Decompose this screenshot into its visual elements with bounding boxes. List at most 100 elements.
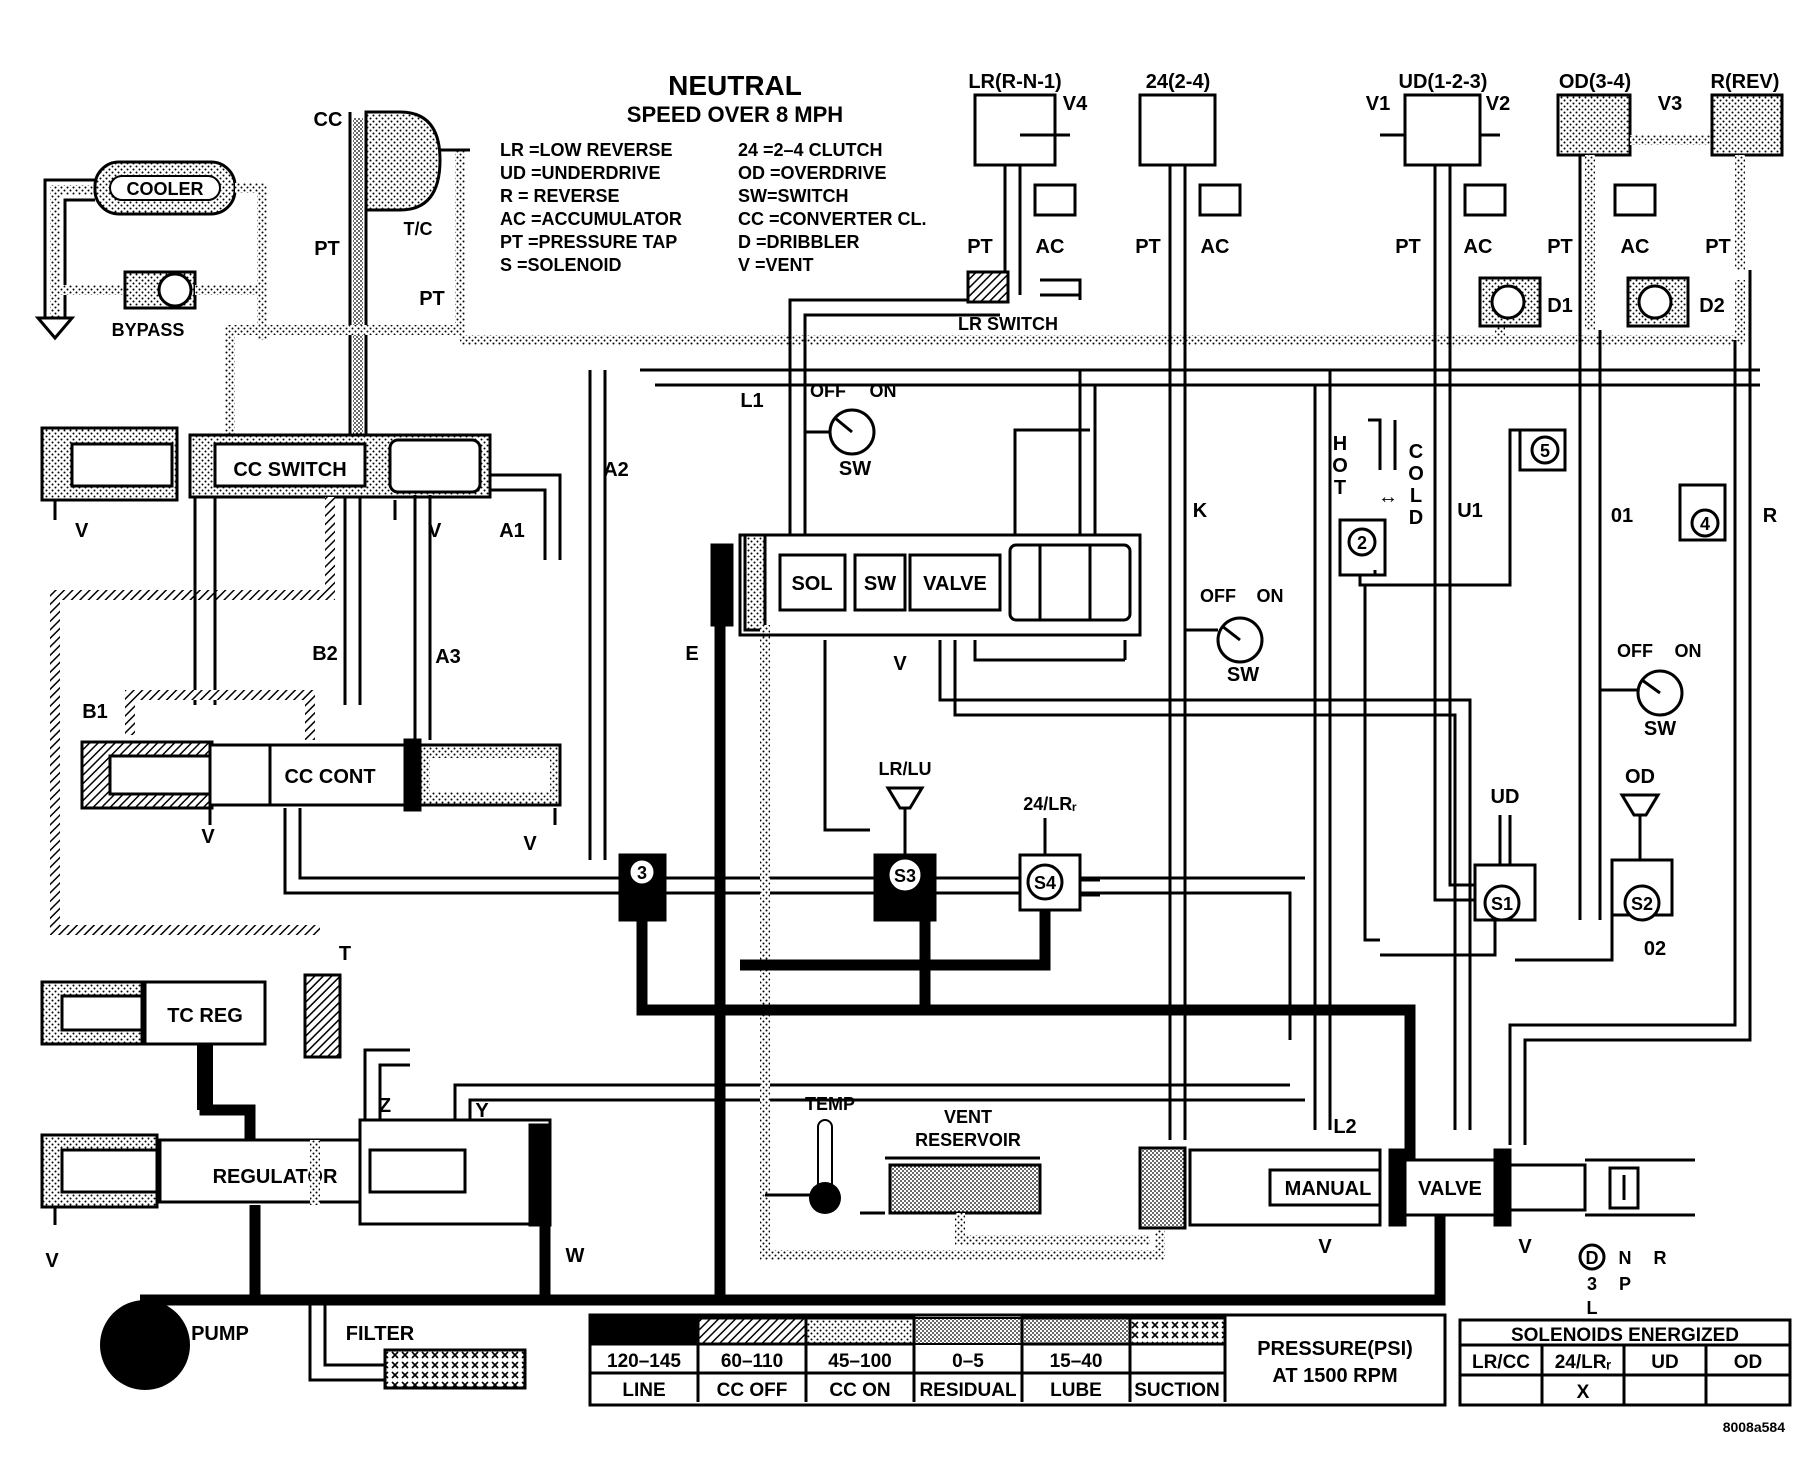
gear-d: D [1586,1248,1599,1268]
lr-switch-label: LR SWITCH [958,314,1058,334]
d1-label: D1 [1547,295,1573,317]
solenoid-s1: UD S1 [1380,786,1537,957]
abbr-right-2: OD =OVERDRIVE [738,163,887,183]
legend-range-line: 120–145 [607,1351,681,1372]
e-label: E [685,643,698,665]
o1-label: 01 [1611,505,1633,527]
legend-name-lube: LUBE [1050,1380,1102,1401]
clutch-2-4: 24(2-4) PT AC K OFF ON SW [1135,71,1284,1140]
cc-label: CC [314,109,343,131]
ud-sol-label: UD [1491,786,1520,808]
k-off-label: OFF [1200,586,1236,606]
abbr-left-4: AC =ACCUMULATOR [500,209,682,229]
cold-letter-l: L [1410,485,1422,507]
k-sw-label: SW [1227,664,1259,686]
rev-clutch-label: R(REV) [1711,71,1780,93]
l2-label: L2 [1333,1116,1356,1138]
tc-label: T/C [404,219,433,239]
diagram-title: NEUTRAL [668,70,802,101]
r-passage-label: R [1763,505,1778,527]
t-label: T [339,943,351,965]
ac-24-label: AC [1201,236,1230,258]
pt-lr-label: PT [967,236,993,258]
l1-on-label: ON [870,381,897,401]
tc-reg-label: TC REG [167,1005,243,1027]
vent-manual-right: V [1518,1236,1532,1258]
solenoid-s4: 24/LRᵣ S4 [1018,794,1100,912]
abbreviation-key: LR =LOW REVERSE 24 =2–4 CLUTCH UD =UNDER… [500,140,927,275]
solenoid-s2: OD S2 02 [1515,766,1674,962]
pt-rev-label: PT [1705,236,1731,258]
lr-lu-label: LR/LU [879,759,932,779]
s4-label: S4 [1034,873,1056,893]
hot-letter-h: H [1333,433,1347,455]
u1-label: U1 [1457,500,1483,522]
v4-label: V4 [1063,93,1088,115]
check-ball-3: 3 [637,863,647,883]
hot-letter-t: T [1334,477,1346,499]
pt-ud-label: PT [1395,236,1421,258]
table-title: SOLENOIDS ENERGIZED [1511,1325,1739,1346]
solenoid-switch-valve: SOL SW VALVE V E [685,533,1165,1295]
abbr-right-4: CC =CONVERTER CL. [738,209,927,229]
lr-clutch-label: LR(R-N-1) [968,71,1061,93]
diagram-subtitle: SPEED OVER 8 MPH [627,102,843,127]
od-sol-label: OD [1625,766,1655,788]
regulator-label: REGULATOR [213,1166,338,1188]
vent-reservoir: VENT RESERVOIR [860,1107,1150,1245]
legend-name-cc-off: CC OFF [717,1380,788,1401]
abbr-right-5: D =DRIBBLER [738,232,860,252]
b1-label: B1 [82,701,108,723]
s1-label: S1 [1491,894,1513,914]
pressure-legend: 120–145 LINE 60–110 CC OFF 45–100 CC ON … [588,1313,1447,1407]
manual-valve: L2 MANUAL VALVE V V [1138,1116,1695,1258]
solenoid-s3: LR/LU S3 [823,640,937,922]
s3-label: S3 [894,866,916,886]
cc-control-valve: B1 CC CONT V V [80,690,562,855]
table-value-24lr: X [1577,1382,1590,1403]
torque-converter: CC T/C PT PT [225,109,470,440]
l1-sw-label: SW [839,458,871,480]
cold-letter-c: C [1409,441,1423,463]
vent-reservoir-label-1: VENT [944,1107,992,1127]
pt-cc-label: PT [314,238,340,260]
dribblers: D1 D2 [1478,276,1725,328]
legend-name-suction: SUCTION [1134,1380,1220,1401]
valve-label: VALVE [923,573,987,595]
ac-lr-label: AC [1036,236,1065,258]
gear-n: N [1619,1248,1632,1268]
legend-name-line: LINE [622,1380,665,1401]
legend-range-lube: 15–40 [1050,1351,1103,1372]
manual-valve-label: VALVE [1418,1178,1482,1200]
d2-label: D2 [1699,295,1725,317]
abbr-left-3: R = REVERSE [500,186,620,206]
lr24-label: 24/LRᵣ [1023,794,1077,814]
tc-regulator-valve: TC REG T [40,943,351,1059]
check-ball-3-group: 3 [618,853,1416,1160]
l1-label: L1 [740,390,763,412]
v1-label: V1 [1366,93,1390,115]
o1-sw-label: SW [1644,718,1676,740]
gear-3: 3 [1587,1274,1597,1294]
manual-label: MANUAL [1285,1178,1372,1200]
a3-label: A3 [435,646,461,668]
figure-code: 8008a584 [1723,1419,1786,1435]
vent-cc-cont-right: V [523,833,537,855]
cold-letters: C O L D [1408,441,1424,529]
hot-letter-o: O [1332,455,1348,477]
hot-letters: H O T [1332,433,1348,499]
sw-valve-label: SW [864,573,896,595]
vent-regulator: V [45,1250,59,1272]
y-label: Y [475,1100,489,1122]
filter-label: FILTER [346,1323,415,1345]
check-ball-5: 5 [1540,441,1550,461]
pressure-title-2: AT 1500 RPM [1272,1365,1397,1387]
temp-sensor: TEMP [765,1094,855,1214]
legend-name-residual: RESIDUAL [919,1380,1017,1401]
temp-label: TEMP [805,1094,855,1114]
o2-label: 02 [1644,938,1666,960]
abbr-right-6: V =VENT [738,255,814,275]
l1-off-label: OFF [810,381,846,401]
pt-tc-label: PT [419,288,445,310]
